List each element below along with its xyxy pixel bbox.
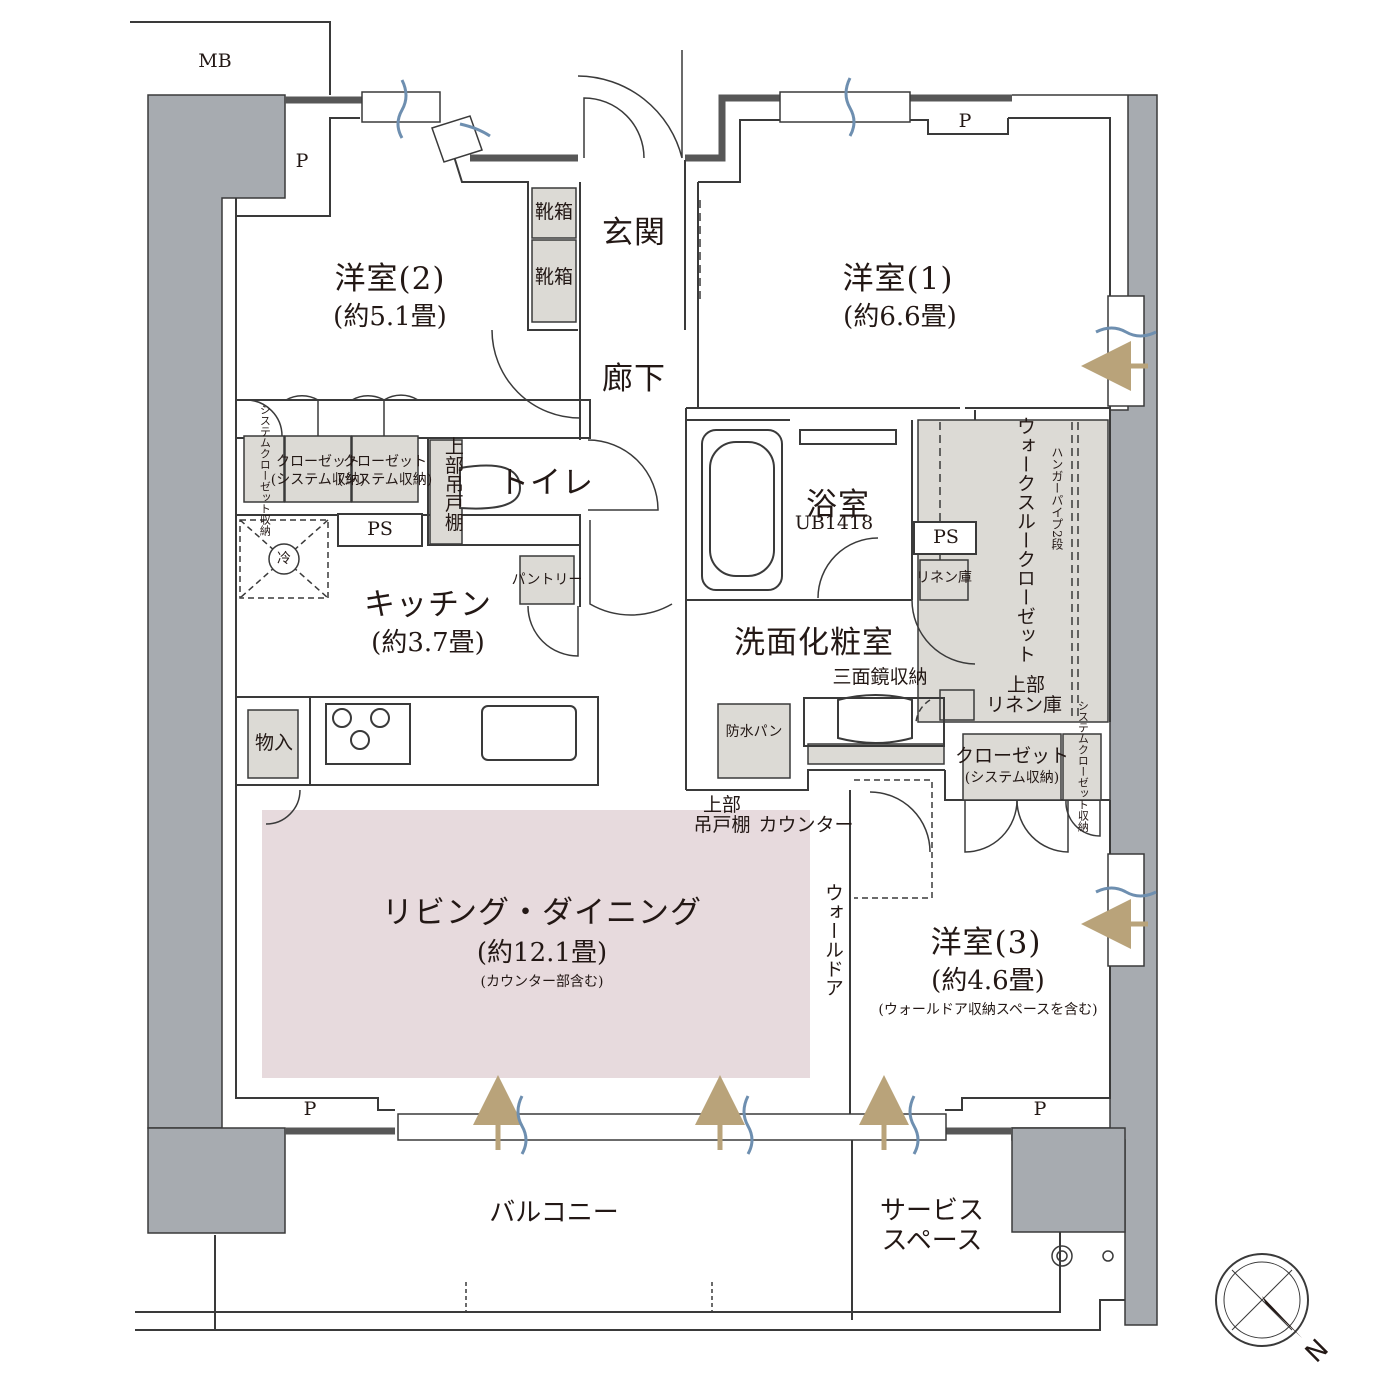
bath-name: 浴室	[806, 487, 870, 524]
wall-door-label: ウォールドア	[821, 883, 844, 997]
kitchen-counter	[309, 696, 599, 786]
hanger-pipes	[699, 200, 1079, 720]
living-note: (カウンター部含む)	[480, 973, 604, 990]
ps-label-kitchen: PS	[367, 518, 393, 541]
western1-area: (約6.6畳)	[843, 302, 957, 333]
system-closet-western3: システムクローゼット収納	[1076, 700, 1090, 832]
kitchen-area: (約3.7畳)	[371, 628, 485, 659]
western3-name: 洋室(3)	[930, 925, 1042, 962]
door-swings	[245, 50, 1101, 853]
wic-label: ウォークスルークローゼット	[1013, 416, 1036, 664]
toilet-upper-shelf: 上部吊戸棚	[441, 436, 464, 532]
closet-label-1: クローゼット	[276, 453, 360, 470]
service-space-2: スペース	[881, 1226, 983, 1257]
closet-sub-1: (システム収納)	[270, 471, 366, 488]
closet-label-2: クローゼット	[343, 453, 427, 470]
system-closet-western2: システムクローゼット収納	[258, 404, 272, 536]
upper-linen-2: リネン庫	[985, 694, 1063, 717]
breeze-waves	[396, 77, 1157, 1155]
compass-rose	[1215, 1253, 1309, 1347]
bath-model: UB1418	[794, 512, 874, 535]
toilet-label: トイレ	[498, 465, 594, 502]
balcony-label: バルコニー	[489, 1198, 619, 1229]
living-area: (約12.1畳)	[476, 938, 608, 969]
dashed-doors	[854, 699, 933, 899]
structural-columns	[147, 94, 1158, 1326]
p-label-western3: P	[1033, 1098, 1047, 1121]
linen-label: リネン庫	[916, 569, 972, 586]
closet-sub-2: (システム収納)	[337, 471, 433, 488]
kitchen-name: キッチン	[364, 587, 492, 624]
shoe-box-label-2: 靴箱	[534, 266, 574, 289]
living-name: リビング・ダイニング	[382, 895, 702, 932]
living-highlight-area	[262, 810, 810, 1078]
mirror-storage-label: 三面鏡収納	[832, 666, 928, 689]
counter-label: カウンター	[758, 814, 854, 837]
western2-area: (約5.1畳)	[333, 302, 447, 333]
interior-walls	[135, 117, 1125, 1331]
closet-sub-3: (システム収納)	[964, 769, 1060, 786]
upper-linen-1: 上部	[1006, 674, 1046, 697]
storage-fills	[243, 187, 1109, 801]
breeze-arrows	[473, 341, 1148, 1150]
closet-label-3: クローゼット	[954, 745, 1070, 768]
mb-label: MB	[198, 50, 232, 73]
bathtub	[701, 429, 897, 591]
p-label-living: P	[303, 1098, 317, 1121]
upper-cabinet-2: 吊戸棚	[693, 814, 751, 837]
washroom-label: 洗面化粧室	[734, 625, 894, 662]
p-label-western1: P	[958, 110, 972, 133]
shoe-box-label-1: 靴箱	[534, 201, 574, 224]
fridge-circle	[268, 543, 300, 575]
fridge-space	[239, 519, 329, 599]
western3-area: (約4.6畳)	[931, 966, 1045, 997]
waterproof-pan-label: 防水パン	[725, 723, 783, 740]
balcony-details	[465, 1245, 1114, 1312]
storage-label: 物入	[254, 732, 294, 755]
hanger-pipe-label: ハンガーパイプ2段	[1049, 446, 1064, 550]
pantry-label: パントリー	[511, 571, 583, 588]
p-label-western2: P	[295, 150, 309, 173]
service-space-1: サービス	[879, 1196, 985, 1227]
western2-name: 洋室(2)	[334, 261, 446, 298]
ps-boxes	[337, 513, 977, 555]
ps-label-bath: PS	[933, 526, 959, 549]
corridor-label: 廊下	[602, 361, 666, 398]
mb-enclosure	[130, 21, 331, 95]
vanity	[803, 694, 945, 747]
western3-note: (ウォールドア収納スペースを含む)	[878, 1001, 1098, 1018]
exterior-walls	[285, 94, 1012, 1135]
western1-name: 洋室(1)	[842, 261, 954, 298]
fridge-label: 冷	[277, 550, 291, 567]
entrance-label: 玄関	[602, 215, 666, 252]
toilet-fixture	[459, 464, 522, 510]
upper-cabinet-1: 上部	[702, 794, 742, 817]
